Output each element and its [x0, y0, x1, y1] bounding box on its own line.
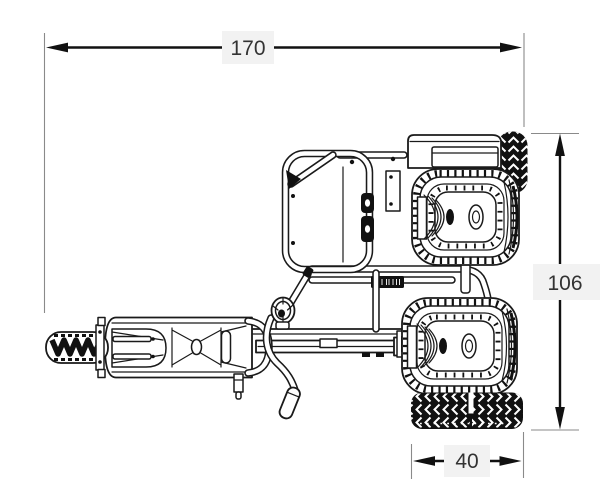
well-slot	[112, 353, 152, 360]
sidewall-shade	[509, 312, 517, 380]
dimension-overall-width: 106	[531, 132, 600, 431]
hand-lever-grip	[278, 386, 301, 420]
steering-hub	[278, 309, 285, 318]
arrowhead-left-icon	[413, 456, 435, 466]
rim-opening	[424, 320, 495, 372]
diagonal-clamp	[286, 170, 301, 189]
rear-wheel-bottom	[401, 297, 523, 429]
well-slot	[112, 335, 152, 343]
beam-clamp	[319, 338, 338, 349]
fork-tab	[97, 368, 106, 379]
width-label-background	[533, 264, 600, 300]
arrowhead-up-icon	[555, 133, 565, 156]
beam-foot	[362, 352, 370, 357]
wheel-label-background	[444, 445, 490, 477]
frame-rails	[252, 328, 410, 358]
hub-cap	[468, 204, 484, 230]
steering-spokes	[272, 297, 294, 324]
roll-bar-frame	[286, 154, 405, 330]
tread-shoulder-ticks	[403, 299, 516, 393]
rear-wheel-top	[385, 131, 528, 266]
column-clamp	[302, 266, 314, 278]
front-wheel	[45, 316, 109, 379]
rear-fender	[385, 134, 502, 212]
hub-cap	[461, 333, 477, 359]
axle-post	[460, 262, 471, 294]
frame-bolt	[390, 156, 396, 162]
arrowhead-down-icon	[555, 407, 565, 430]
hub-bracket	[416, 196, 428, 240]
beam-foot	[376, 352, 384, 357]
width-value: 106	[547, 272, 582, 295]
hitch-pin-tip	[235, 391, 242, 400]
length-label-background	[222, 31, 274, 64]
fender-bracket	[385, 170, 401, 212]
steering-group	[266, 266, 314, 420]
chassis-body	[104, 316, 253, 400]
hitch-pin	[233, 373, 244, 393]
arrowhead-left-icon	[46, 42, 68, 53]
hub-bracket	[406, 325, 418, 369]
steering-clamp	[275, 321, 290, 330]
vehicle-top-view	[45, 131, 528, 429]
dimension-rear-wheel: 40	[410, 432, 525, 479]
spoke-cone	[416, 323, 447, 369]
crank-bearing	[190, 338, 203, 356]
length-value: 170	[230, 37, 265, 60]
frame-bolt	[349, 159, 355, 165]
wheel-value: 40	[455, 450, 478, 473]
fork-tab	[97, 316, 106, 327]
arrowhead-right-icon	[500, 42, 522, 53]
dimension-overall-length: 170	[43, 31, 525, 313]
body-cross-bar	[220, 330, 232, 364]
arrowhead-right-icon	[499, 456, 522, 466]
spoke-cone	[423, 194, 454, 240]
tread-pattern	[411, 392, 523, 428]
sidewall-shade	[511, 185, 519, 249]
